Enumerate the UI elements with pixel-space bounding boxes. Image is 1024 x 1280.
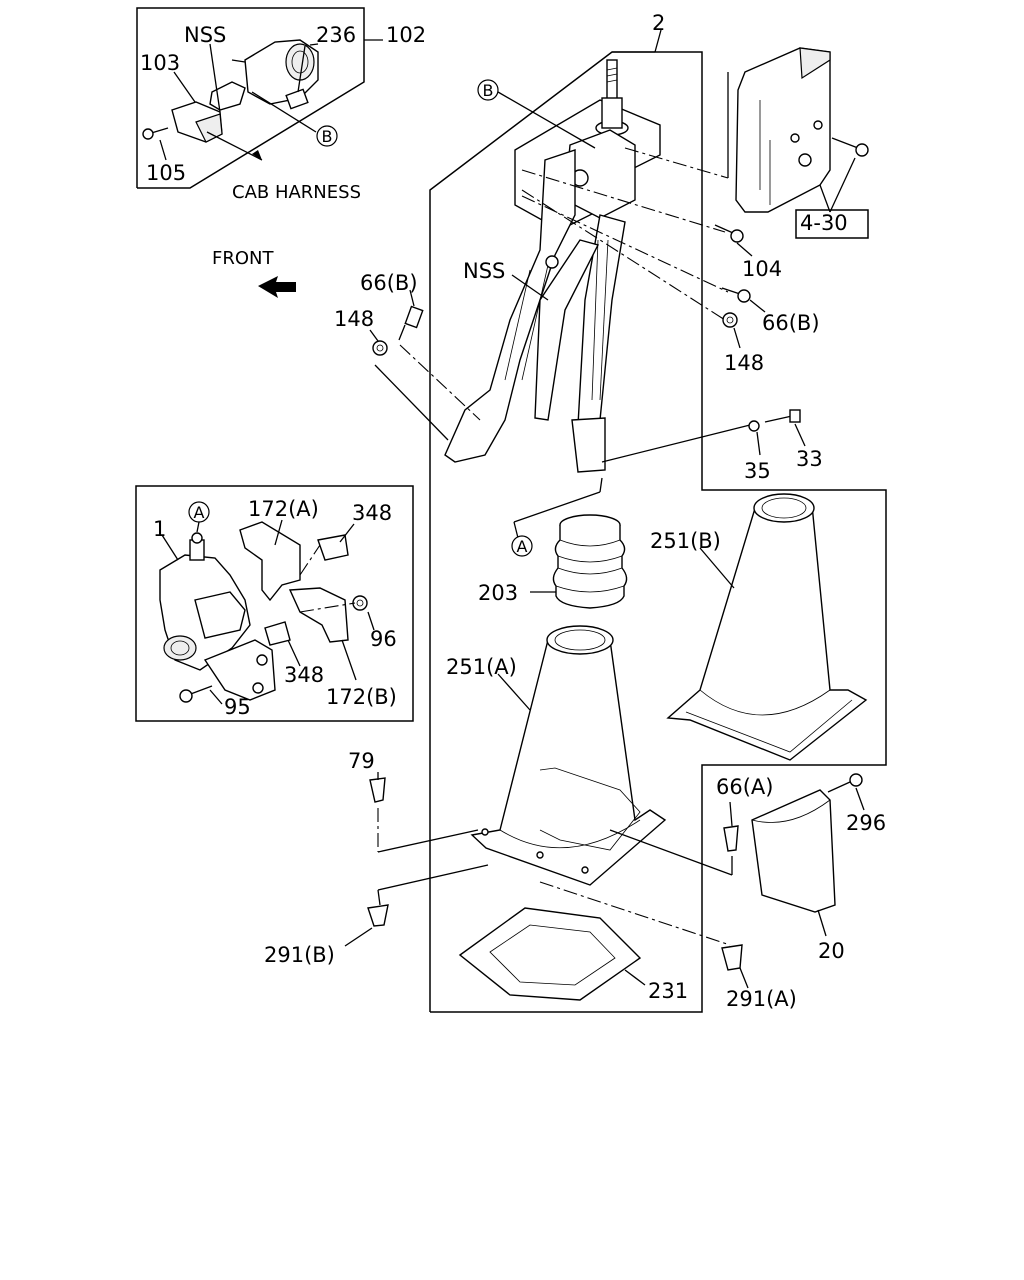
label-102: 102 (386, 23, 426, 47)
nut-148-left (369, 329, 388, 356)
cover-20 (751, 789, 836, 937)
shift-lever-bracket (444, 59, 661, 473)
washer-35 (748, 420, 761, 456)
cover-4-30 (735, 47, 831, 213)
callout-a-inset: A (188, 501, 210, 523)
connector-plug (209, 81, 246, 111)
clip-348-top (317, 534, 349, 561)
callout-a-main: A (511, 535, 533, 557)
bolt-4-30 (831, 137, 869, 157)
label-105: 105 (146, 161, 186, 185)
label-95: 95 (224, 695, 251, 719)
connector-103 (171, 101, 223, 143)
shift-unit-inset-frame (135, 485, 414, 722)
label-203: 203 (478, 581, 518, 605)
label-251b: 251(B) (650, 529, 721, 553)
label-104: 104 (742, 257, 782, 281)
label-66b-left: 66(B) (360, 271, 418, 295)
clip-291b (344, 864, 489, 947)
main-assembly-frame (429, 29, 887, 1013)
nut-148-right (722, 312, 741, 349)
label-172a: 172(A) (248, 497, 319, 521)
harness-inset-frame (136, 7, 365, 189)
label-20: 20 (818, 939, 845, 963)
label-231: 231 (648, 979, 688, 1003)
label-296: 296 (846, 811, 886, 835)
boot-251a (470, 625, 667, 886)
label-148-right: 148 (724, 351, 764, 375)
bolt-95 (179, 685, 213, 703)
boot-251b (666, 493, 868, 761)
bracket-172a (239, 521, 301, 602)
label-96: 96 (370, 627, 397, 651)
label-148-left: 148 (334, 307, 374, 331)
svg-text:B: B (483, 81, 494, 100)
screw-66a (609, 801, 739, 876)
label-35: 35 (744, 459, 771, 483)
label-66a: 66(A) (716, 775, 773, 799)
label-291a: 291(A) (726, 987, 797, 1011)
label-79: 79 (348, 749, 375, 773)
svg-text:A: A (194, 503, 205, 522)
label-cab-harness: CAB HARNESS (232, 182, 361, 203)
label-nss-main: NSS (463, 259, 505, 283)
clip-348-bottom (264, 621, 291, 646)
label-251a: 251(A) (446, 655, 517, 679)
clip-291a (539, 881, 749, 989)
bolt-33 (764, 409, 806, 447)
callout-b-inset: B (316, 125, 338, 147)
leader-4-30 (795, 157, 869, 239)
label-nss-top: NSS (184, 23, 226, 47)
label-348-bottom: 348 (284, 663, 324, 687)
label-1: 1 (153, 517, 166, 541)
main-leader-lines (374, 72, 751, 539)
label-291b: 291(B) (264, 943, 335, 967)
svg-text:B: B (322, 127, 333, 146)
bolt-104 (714, 224, 753, 257)
harness-leaders (159, 39, 383, 161)
bolt-66b-right (721, 287, 766, 313)
bracket-mount (203, 639, 276, 701)
bolt-66b-left (398, 289, 424, 341)
bracket-172b (288, 587, 349, 643)
switch-connector-236 (244, 39, 319, 110)
front-arrow-icon (258, 276, 296, 298)
inner-boot-203 (530, 514, 628, 609)
label-236: 236 (316, 23, 356, 47)
bolt-296 (827, 773, 865, 811)
nut-96 (352, 595, 368, 611)
label-33: 33 (796, 447, 823, 471)
screw-105 (142, 127, 169, 140)
gasket-231 (458, 907, 646, 1001)
label-front: FRONT (212, 248, 274, 269)
label-assembly-2: 2 (652, 11, 665, 35)
svg-text:A: A (517, 537, 528, 556)
label-103: 103 (140, 51, 180, 75)
label-ref-4-30: 4-30 (800, 211, 848, 235)
shift-inset-leaders (161, 519, 375, 705)
label-172b: 172(B) (326, 685, 397, 709)
callout-b-main: B (477, 79, 499, 101)
label-66b-right: 66(B) (762, 311, 820, 335)
shift-unit-1 (159, 532, 251, 671)
label-348-top: 348 (352, 501, 392, 525)
screw-79 (369, 772, 479, 853)
